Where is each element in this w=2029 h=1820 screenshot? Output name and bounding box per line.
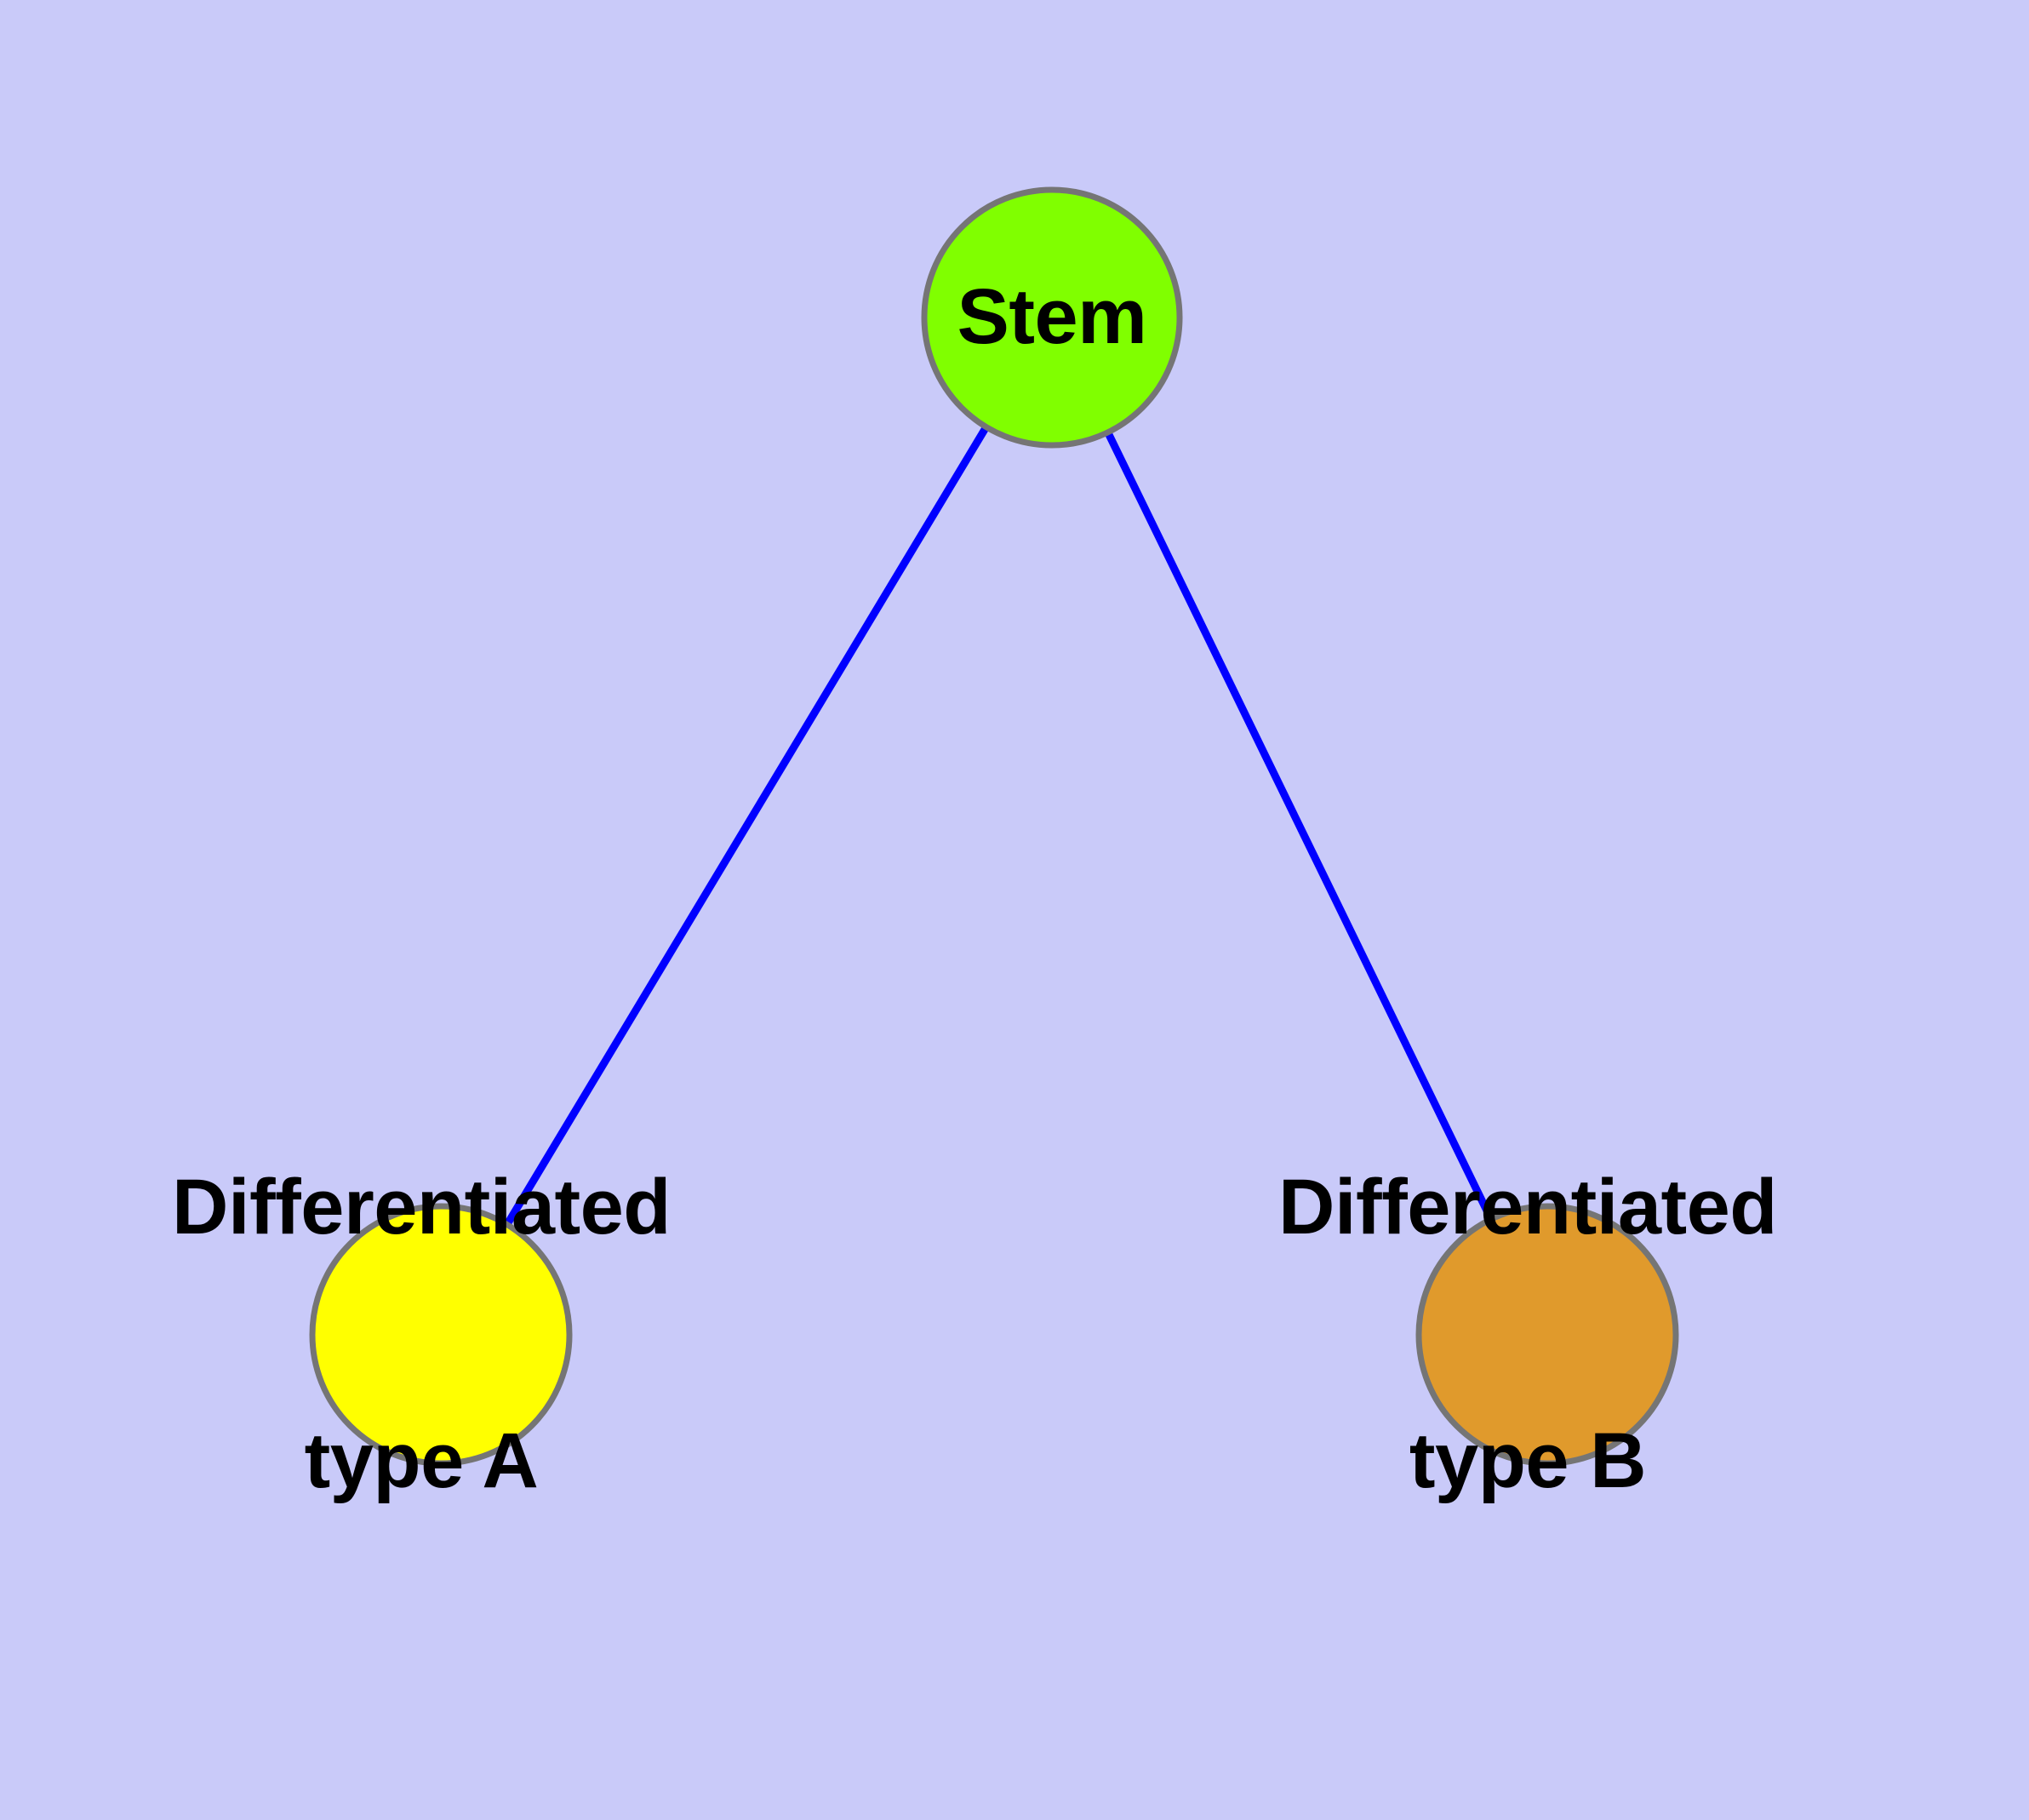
edge-stem-to-differentiated-type-b[interactable] — [1048, 316, 1552, 1336]
node-layer — [309, 186, 1679, 1467]
node-stem[interactable] — [921, 186, 1183, 449]
node-differentiated-type-b[interactable] — [1415, 1203, 1679, 1467]
node-differentiated-type-a[interactable] — [309, 1203, 573, 1467]
edge-stem-to-differentiated-type-a[interactable] — [437, 315, 1055, 1337]
edge-layer — [437, 315, 1552, 1337]
